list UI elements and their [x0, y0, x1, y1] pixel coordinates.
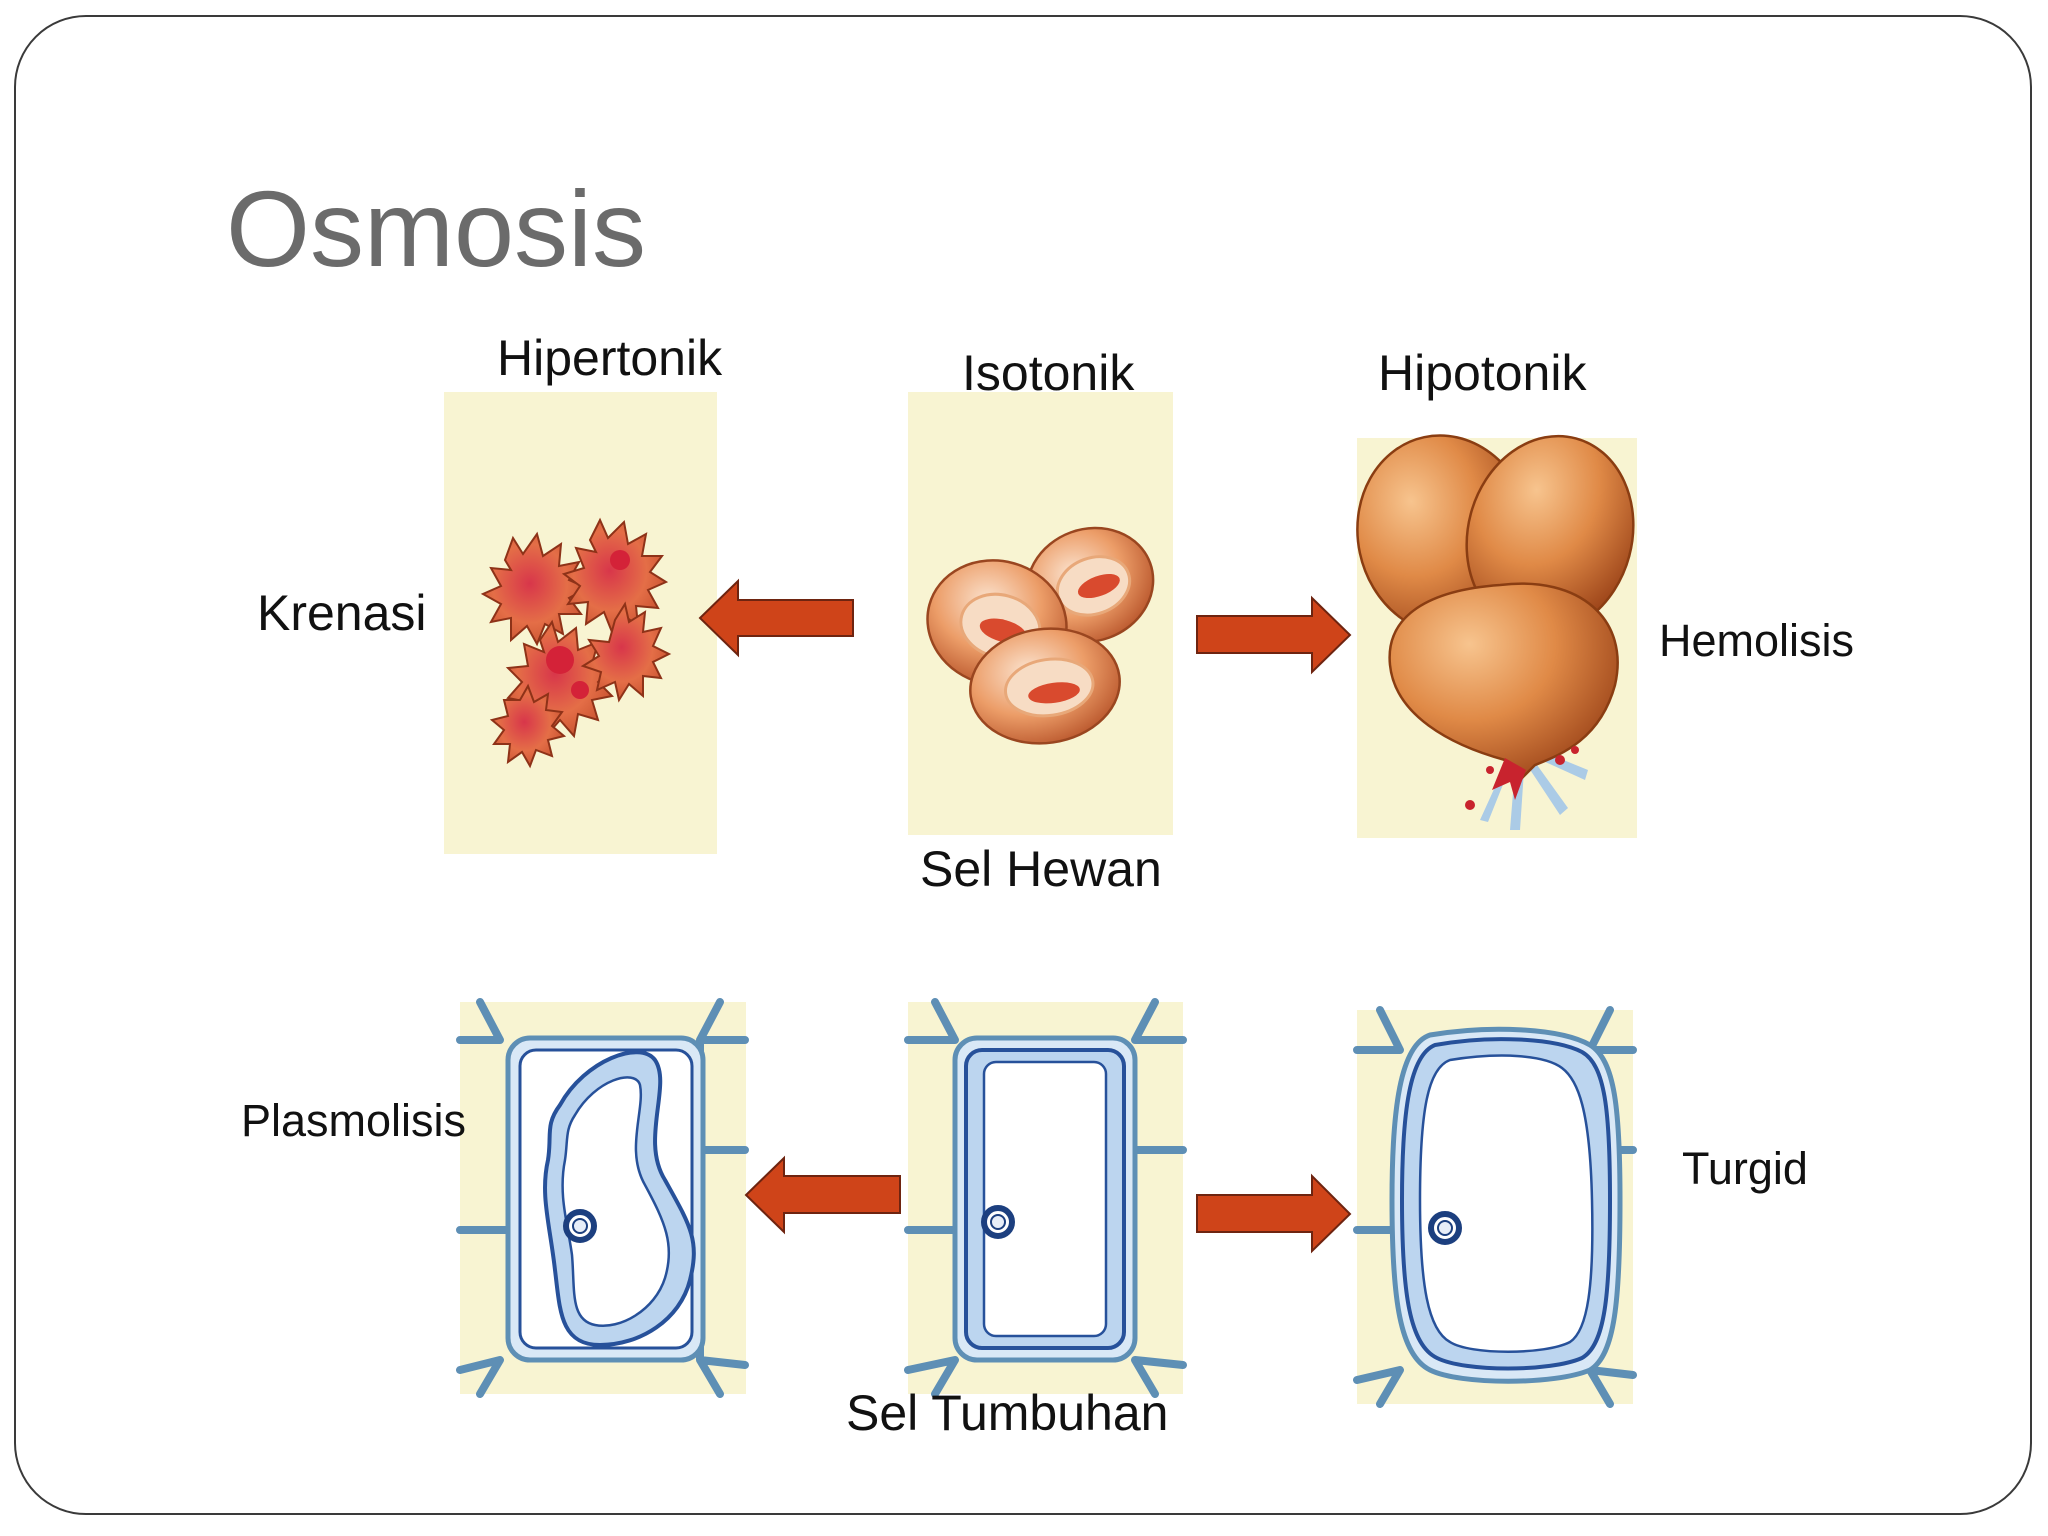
swollen-bursting-red-blood-cells — [1356, 434, 1635, 830]
label-hipotonik: Hipotonik — [1378, 345, 1587, 401]
arrow-left-plant — [744, 1155, 901, 1235]
label-isotonik: Isotonik — [962, 345, 1135, 401]
normal-plant-cell — [904, 998, 1187, 1398]
arrow-right-plant — [1196, 1173, 1352, 1254]
arrow-left-animal — [698, 578, 854, 658]
label-plasmolisis: Plasmolisis — [241, 1095, 467, 1146]
label-krenasi: Krenasi — [257, 585, 427, 641]
label-hemolisis: Hemolisis — [1659, 615, 1855, 666]
label-turgid: Turgid — [1682, 1143, 1808, 1194]
hypertonic-animal-panel — [444, 392, 717, 854]
label-sel-tumbuhan: Sel Tumbuhan — [846, 1385, 1169, 1441]
slide-title: Osmosis — [226, 168, 647, 289]
crenated-red-blood-cells — [480, 517, 672, 769]
turgid-plant-cell — [1353, 1006, 1637, 1408]
normal-red-blood-cells — [926, 526, 1155, 745]
label-hipertonik: Hipertonik — [497, 330, 723, 386]
arrow-right-animal — [1196, 595, 1352, 675]
label-sel-hewan: Sel Hewan — [920, 841, 1162, 897]
plasmolysed-plant-cell — [456, 998, 749, 1398]
